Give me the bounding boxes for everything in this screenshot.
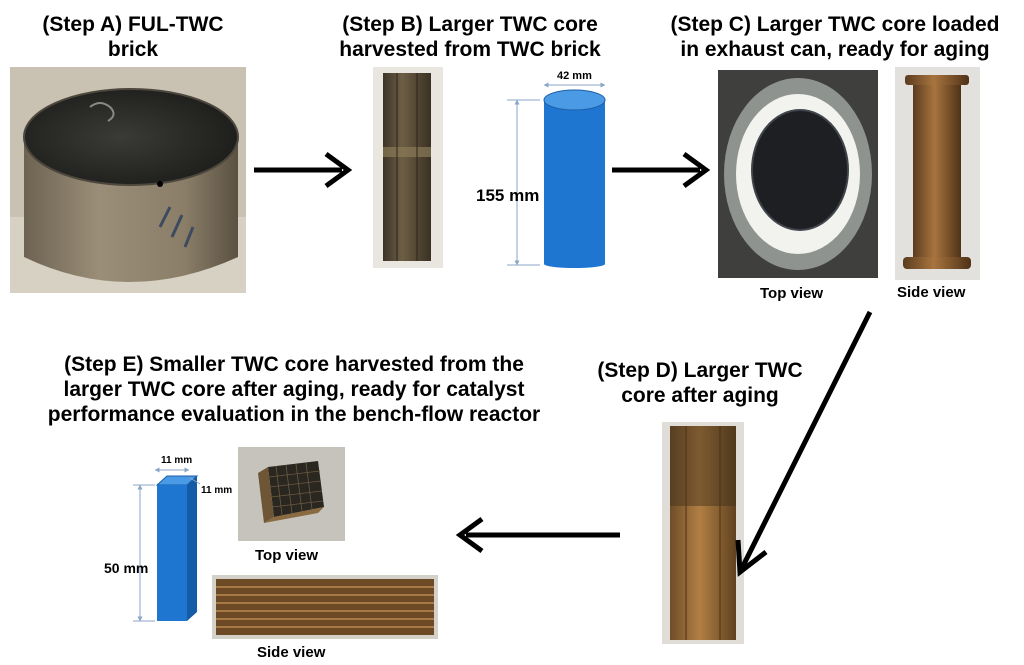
step-e-top-view-caption: Top view — [255, 547, 319, 564]
step-a-title-line2: brick — [107, 38, 159, 61]
step-d-title-line2: core after aging — [621, 384, 779, 407]
step-e-title-line2: larger TWC core after aging, ready for c… — [63, 378, 525, 401]
small-core-side-view-photo — [212, 575, 438, 639]
step-a-title: (Step A) FUL-TWC brick — [18, 12, 248, 62]
step-c-top-view-caption: Top view — [760, 285, 824, 302]
large-core-cylinder — [543, 89, 606, 268]
small-core-width-label: 11 mm — [161, 455, 193, 466]
step-c-title-line2: in exhaust can, ready for aging — [680, 38, 990, 61]
ful-twc-brick-photo — [10, 67, 246, 293]
small-core-length-label: 50 mm — [104, 560, 149, 576]
step-b-title-line1: (Step B) Larger TWC core — [342, 13, 598, 36]
step-a-title-line1: (Step A) FUL-TWC — [42, 13, 224, 36]
large-core-diameter-label: 42 mm — [557, 70, 592, 82]
arrow-b-to-c — [612, 151, 711, 189]
arrow-d-to-e — [455, 516, 620, 554]
step-d-title: (Step D) Larger TWC core after aging — [575, 358, 825, 408]
small-core-depth-label: 11 mm — [201, 485, 233, 496]
large-core-length-label: 155 mm — [476, 186, 540, 205]
step-e-title: (Step E) Smaller TWC core harvested from… — [24, 352, 564, 427]
large-core-photo — [373, 67, 443, 268]
step-e-title-line1: (Step E) Smaller TWC core harvested from… — [64, 353, 524, 376]
exhaust-can-side-view-photo — [895, 67, 980, 280]
small-core-prism — [155, 475, 199, 621]
step-c-title-line1: (Step C) Larger TWC core loaded — [670, 13, 1000, 36]
depth-dimension-line — [189, 477, 201, 485]
arrow-c-to-d — [735, 310, 873, 577]
step-c-side-view-caption: Side view — [897, 284, 966, 301]
small-core-top-view-photo — [238, 447, 345, 541]
aged-core-photo — [662, 422, 744, 644]
step-b-title: (Step B) Larger TWC core harvested from … — [320, 12, 620, 62]
arrow-a-to-b — [254, 151, 353, 189]
step-b-title-line2: harvested from TWC brick — [339, 38, 601, 61]
step-e-side-view-caption: Side view — [257, 644, 326, 661]
exhaust-can-top-view-photo — [718, 70, 878, 278]
step-d-title-line1: (Step D) Larger TWC — [597, 359, 803, 382]
step-e-title-line3: performance evaluation in the bench-flow… — [47, 403, 541, 426]
step-c-title: (Step C) Larger TWC core loaded in exhau… — [650, 12, 1020, 62]
